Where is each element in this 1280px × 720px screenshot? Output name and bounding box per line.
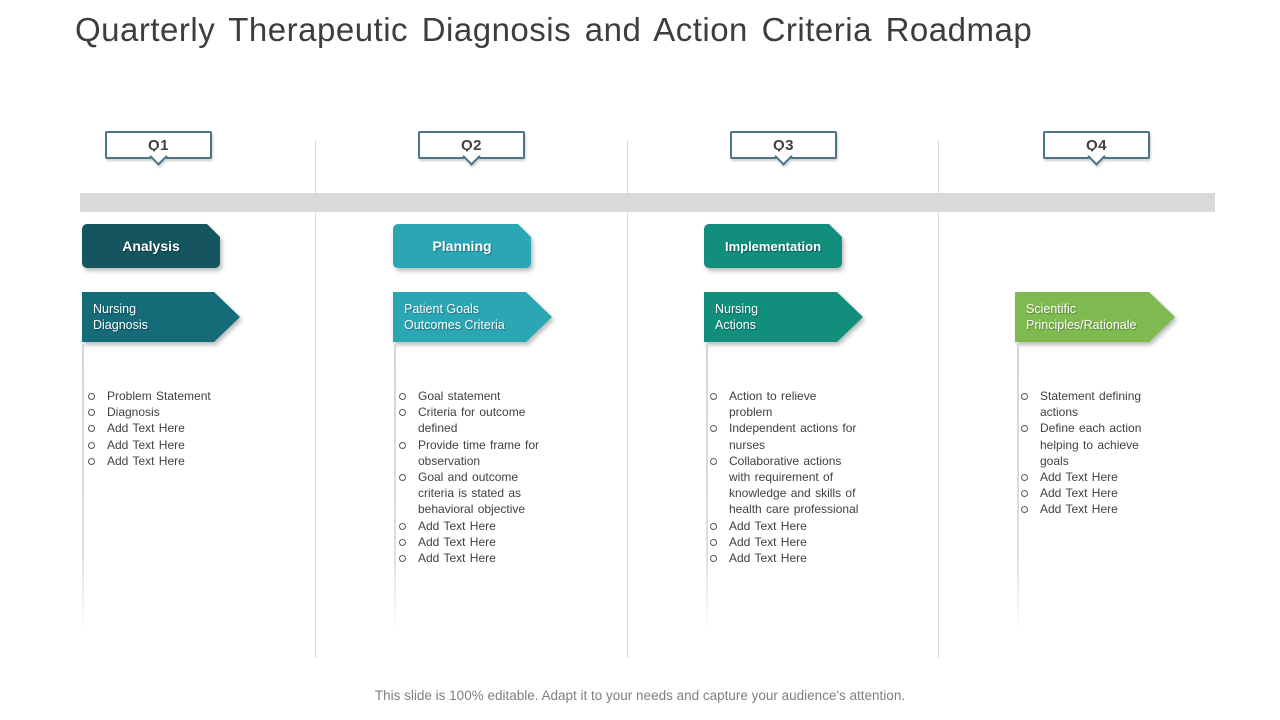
quarter-label: Q4 — [1085, 136, 1107, 154]
bullet-icon — [88, 409, 95, 417]
column-divider — [938, 140, 939, 658]
list-item: Diagnosis — [88, 404, 260, 420]
track-line — [82, 344, 84, 636]
list-item: Provide time frame for observation — [399, 437, 571, 469]
bullet-icon — [710, 522, 717, 530]
phase-label: Planning — [432, 238, 492, 254]
list-item: Add Text Here — [1021, 469, 1193, 485]
list-item: Add Text Here — [88, 437, 260, 453]
quarter-label: Q1 — [147, 136, 169, 154]
bullet-list-q4: Statement defining actions Define each a… — [1021, 388, 1193, 518]
track-line — [394, 344, 396, 636]
bullet-list-q2: Goal statement Criteria for outcome defi… — [399, 388, 571, 566]
bullet-list-q3: Action to relieve problem Independent ac… — [710, 388, 882, 566]
arrow-label: Nursing Diagnosis — [93, 301, 148, 332]
arrow-banner-nursing-diagnosis: Nursing Diagnosis — [82, 292, 240, 342]
list-item: Goal and outcome criteria is stated as b… — [399, 469, 571, 518]
bullet-icon — [710, 555, 717, 563]
footer-note: This slide is 100% editable. Adapt it to… — [374, 688, 906, 703]
bullet-icon — [399, 393, 406, 400]
bullet-icon — [399, 409, 406, 417]
list-item: Problem Statement — [88, 388, 260, 404]
list-item: Add Text Here — [399, 550, 571, 566]
bullet-icon — [88, 425, 95, 433]
bullet-icon — [1021, 393, 1028, 400]
bullet-icon — [399, 538, 406, 546]
arrow-banner-scientific-principles: Scientific Principles/Rationale — [1015, 292, 1175, 342]
list-item: Add Text Here — [399, 534, 571, 550]
list-item: Independent actions for nurses — [710, 420, 882, 452]
arrow-label: Patient Goals Outcomes Criteria — [404, 301, 505, 332]
quarter-tab-q1: Q1 — [105, 131, 212, 166]
list-item: Collaborative actions with requirement o… — [710, 453, 882, 518]
list-item: Statement defining actions — [1021, 388, 1193, 420]
track-line — [706, 344, 708, 636]
quarter-label: Q2 — [460, 136, 482, 154]
arrow-label: Nursing Actions — [715, 301, 759, 332]
bullet-icon — [1021, 425, 1028, 433]
bullet-list-q1: Problem Statement Diagnosis Add Text Her… — [88, 388, 260, 469]
quarter-tab-q2: Q2 — [418, 131, 525, 166]
list-item: Add Text Here — [399, 518, 571, 534]
list-item: Goal statement — [399, 388, 571, 404]
page-title: Quarterly Therapeutic Diagnosis and Acti… — [75, 11, 1033, 48]
quarter-tab-q3: Q3 — [730, 131, 837, 166]
bullet-icon — [88, 393, 95, 400]
list-item: Add Text Here — [88, 420, 260, 436]
bullet-icon — [1021, 474, 1028, 482]
column-divider — [627, 140, 628, 658]
bullet-icon — [1021, 490, 1028, 498]
phase-box-analysis: Analysis — [82, 224, 220, 268]
bullet-icon — [399, 522, 406, 530]
phase-label: Implementation — [724, 238, 822, 254]
phase-box-implementation: Implementation — [704, 224, 842, 268]
bullet-icon — [1021, 506, 1028, 514]
quarter-label: Q3 — [772, 136, 794, 154]
bullet-icon — [399, 474, 406, 482]
bullet-icon — [710, 393, 717, 400]
list-item: Add Text Here — [710, 518, 882, 534]
list-item: Action to relieve problem — [710, 388, 882, 420]
phase-label: Analysis — [122, 238, 180, 254]
list-item: Add Text Here — [710, 550, 882, 566]
bullet-icon — [710, 538, 717, 546]
list-item: Add Text Here — [88, 453, 260, 469]
bullet-icon — [399, 555, 406, 563]
list-item: Criteria for outcome defined — [399, 404, 571, 436]
arrow-label: Scientific Principles/Rationale — [1026, 301, 1137, 332]
list-item: Add Text Here — [710, 534, 882, 550]
quarter-tab-q4: Q4 — [1043, 131, 1150, 166]
bullet-icon — [88, 457, 95, 465]
bullet-icon — [710, 425, 717, 433]
bullet-icon — [710, 457, 717, 465]
column-divider — [315, 140, 316, 658]
list-item: Add Text Here — [1021, 501, 1193, 517]
arrow-banner-patient-goals: Patient Goals Outcomes Criteria — [393, 292, 552, 342]
timeline-bar — [80, 193, 1215, 212]
track-line — [1017, 344, 1019, 636]
bullet-icon — [399, 441, 406, 449]
phase-box-planning: Planning — [393, 224, 531, 268]
list-item: Define each action helping to achieve go… — [1021, 420, 1193, 469]
arrow-banner-nursing-actions: Nursing Actions — [704, 292, 863, 342]
list-item: Add Text Here — [1021, 485, 1193, 501]
bullet-icon — [88, 441, 95, 449]
